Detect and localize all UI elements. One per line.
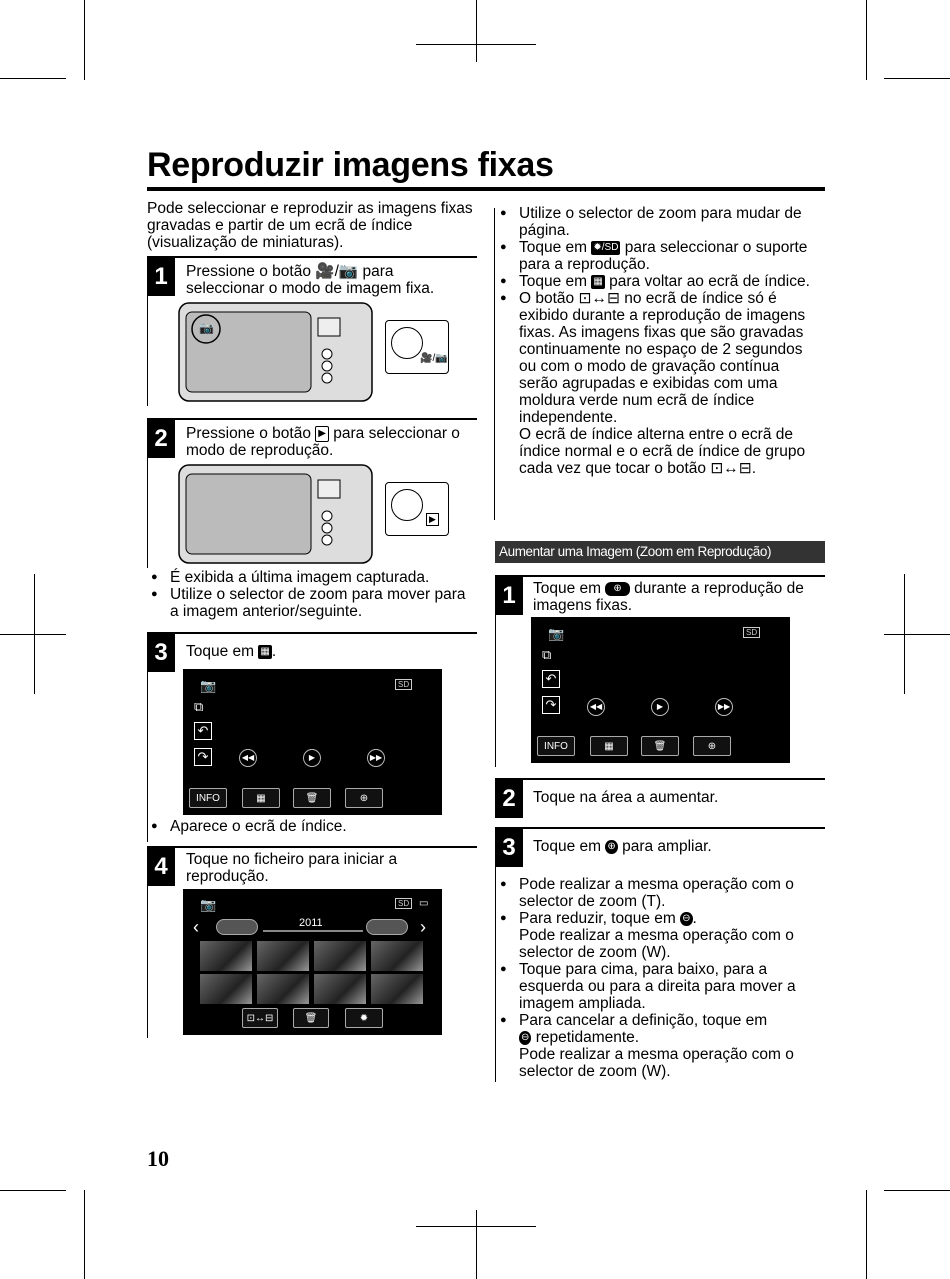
delete-button[interactable]: 🗑 [293,788,331,808]
step-number-3: 3 [147,634,175,672]
sd-icon: SD [743,627,761,638]
index-button[interactable]: ▦ [590,736,628,756]
step-3-text: Toque em ▦. [186,643,277,660]
rotate-left-icon[interactable]: ↶ [542,670,560,688]
info-button[interactable]: INFO [537,736,575,756]
zoom-icon: ⊕ [605,581,630,596]
group-toggle-button[interactable]: ⊡↔⊟ [242,1008,278,1028]
zoom-step-3-text: Toque em ⊕ para ampliar. [533,838,712,855]
intro-text: Pode seleccionar e reproduzir as imagens… [147,200,473,251]
battery-icon: ▭ [419,898,429,909]
list-item: Utilize o selector de zoom para mudar de… [496,205,816,239]
camera-icon: 📷 [548,626,565,641]
group-icon: ⧉ [542,647,552,662]
list-item: Toque em ✹/SD para seleccionar o suporte… [496,239,816,273]
thumbnail[interactable] [314,974,366,1004]
delete-button[interactable]: 🗑 [293,1008,329,1028]
camera-illustration: 📷 [178,302,373,402]
next-icon[interactable]: ▶▶ [715,698,733,716]
info-button[interactable]: INFO [189,788,227,808]
thumbnail[interactable] [371,974,423,1004]
thumbnail[interactable] [257,941,309,971]
section-title: Aumentar uma Imagem (Zoom em Reprodução) [495,541,825,563]
group-toggle-icon: ⊡↔⊟ [710,460,752,477]
camera-icon: 📷 [199,321,214,335]
list-item: Aparece o ecrã de índice. [147,818,477,835]
page-number: 10 [147,1146,169,1171]
next-icon[interactable]: ▶▶ [367,749,385,767]
step-number-1: 1 [147,258,175,296]
group-icon: ⧉ [194,699,204,714]
chevron-left-icon[interactable]: ‹ [193,917,199,937]
media-icon: ✹/SD [591,240,621,255]
zoom-step-number-2: 2 [495,780,523,818]
zoom-in-icon: ⊕ [605,839,618,854]
zoom-step-number-1: 1 [495,577,523,615]
camera-illustration [178,464,373,564]
thumbnail[interactable] [314,941,366,971]
zoom-bullet-list: Pode realizar a mesma operação com o sel… [496,876,816,1080]
button-zoom-callout: 🎥/📷 [385,320,449,374]
group-toggle-icon: ⊡↔⊟ [578,290,620,307]
step-4-text: Toque no ficheiro para iniciar a reprodu… [186,851,398,885]
index-button[interactable]: ▦ [242,788,280,808]
list-item: Para cancelar a definição, toque em ⊖ re… [496,1012,816,1080]
thumbnail[interactable] [371,941,423,971]
date-next-button[interactable] [366,919,408,935]
date-prev-button[interactable] [216,919,258,935]
play-icon: ▶ [315,425,329,442]
previous-icon[interactable]: ◀◀ [587,698,605,716]
rotate-left-icon[interactable]: ↶ [194,722,212,740]
previous-icon[interactable]: ◀◀ [239,749,257,767]
zoom-step-number-3: 3 [495,829,523,867]
zoom-step-2-text: Toque na área a aumentar. [533,789,719,806]
index-icon: ▦ [258,644,272,659]
zoom-step-1-text: Toque em ⊕ durante a reprodução de image… [533,580,804,614]
mode-icon: 🎥/📷 [420,353,448,364]
title-rule [147,187,825,191]
list-item: Toque em ▦ para voltar ao ecrã de índice… [496,273,816,290]
thumbnail[interactable] [257,974,309,1004]
rotate-right-icon[interactable]: ↷ [194,748,212,766]
index-icon: ▦ [591,274,605,289]
list-item: Para reduzir, toque em ⊖. Pode realizar … [496,910,816,961]
list-item: O botão ⊡↔⊟ no ecrã de índice só é exibi… [496,290,816,477]
list-item: Pode realizar a mesma operação com o sel… [496,876,816,910]
playback-screen: 📷 SD ⧉ ↶ ↷ ◀◀ ▶ ▶▶ INFO ▦ 🗑 ⊕ [531,617,790,763]
zoom-button[interactable]: ⊕ [345,788,383,808]
zoom-button[interactable]: ⊕ [693,736,731,756]
step-2-text: Pressione o botão ▶ para seleccionar o m… [186,425,460,459]
step-1-text: Pressione o botão 🎥/📷 para seleccionar o… [186,263,435,297]
zoom-out-icon: ⊖ [680,911,693,926]
sd-icon: SD [395,679,413,690]
play-icon[interactable]: ▶ [651,698,669,716]
step-rule [147,256,477,258]
media-button[interactable]: ✹ [345,1008,383,1028]
list-item: Toque para cima, para baixo, para a esqu… [496,961,816,1012]
sd-icon: SD [395,898,413,909]
camera-icon: 📷 [200,678,217,693]
step-number-4: 4 [147,848,175,886]
index-screen: 📷 SD ▭ ‹ › 2011 ⊡↔⊟ 🗑 ✹ [183,889,442,1035]
year-label: 2011 [299,917,323,929]
play-icon[interactable]: ▶ [303,749,321,767]
thumbnail[interactable] [200,941,252,971]
camera-icon: 📷 [200,897,217,912]
play-icon: ▶ [426,513,439,526]
delete-button[interactable]: 🗑 [641,736,679,756]
thumbnail[interactable] [200,974,252,1004]
page-title: Reproduzir imagens fixas [147,146,554,184]
step-number-2: 2 [147,420,175,458]
playback-screen: 📷 SD ⧉ ↶ ↷ ◀◀ ▶ ▶▶ INFO ▦ 🗑 ⊕ [183,669,442,815]
button-zoom-callout: ▶ [385,482,449,536]
zoom-out-icon: ⊖ [519,1030,532,1045]
movie-camera-icon: 🎥/📷 [315,263,359,280]
list-item: Utilize o selector de zoom para mover pa… [147,586,477,620]
right-bullet-list: Utilize o selector de zoom para mudar de… [496,205,816,477]
rotate-right-icon[interactable]: ↷ [542,696,560,714]
list-item: É exibida a última imagem capturada. [147,569,477,586]
chevron-right-icon[interactable]: › [420,917,426,937]
